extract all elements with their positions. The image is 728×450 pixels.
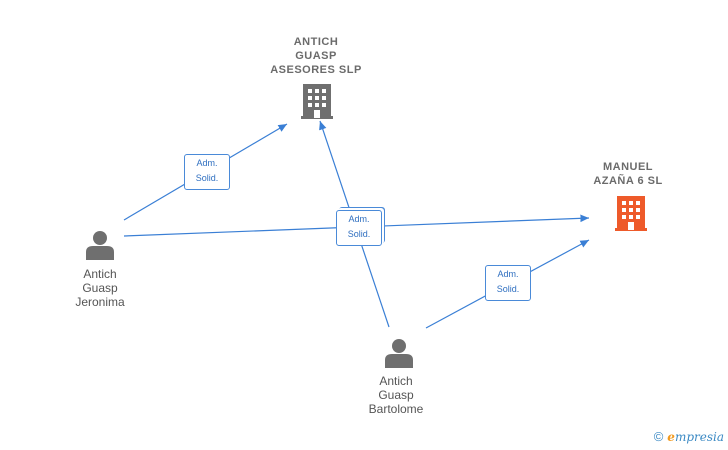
node-label-line: Antich (83, 267, 117, 281)
node-label-line: Guasp (82, 281, 118, 295)
edge-label-type: Solid. (496, 284, 520, 294)
edge-label-role: Adm. (348, 214, 370, 224)
node-label-antich-guasp-asesores[interactable]: ANTICH GUASP ASESORES SLP (236, 35, 396, 77)
edge-label-bartolome-manuel[interactable]: Adm. Solid. (485, 265, 531, 301)
brand-logo-text: mpresia (674, 430, 724, 444)
brand-watermark: ©empresia (654, 429, 724, 444)
building-icon[interactable] (301, 84, 333, 119)
edge-label-type: Solid. (195, 173, 219, 183)
building-icon[interactable] (615, 196, 647, 231)
node-label-line: Bartolome (368, 402, 424, 416)
person-icon[interactable] (385, 339, 413, 368)
copyright-symbol: © (653, 429, 664, 444)
node-label-antich-guasp-bartolome[interactable]: Antich Guasp Bartolome (346, 374, 446, 416)
edge-label-role: Adm. (497, 269, 519, 279)
node-label-line: GUASP (295, 50, 337, 62)
brand-logo-initial: e (667, 430, 675, 444)
node-label-line: Guasp (378, 388, 414, 402)
node-label-antich-guasp-jeronima[interactable]: Antich Guasp Jeronima (50, 267, 150, 309)
node-label-line: Jeronima (75, 295, 125, 309)
node-label-line: ASESORES SLP (270, 64, 362, 76)
edge-label-jeronima-asesores[interactable]: Adm. Solid. (184, 154, 230, 190)
node-label-manuel-azana[interactable]: MANUEL AZAÑA 6 SL (568, 160, 688, 188)
edge-label-role: Adm. (196, 158, 218, 168)
edge-label-type: Solid. (347, 229, 371, 239)
node-label-line: Antich (379, 374, 413, 388)
node-label-line: ANTICH (293, 36, 339, 48)
node-label-line: MANUEL (602, 161, 654, 173)
node-label-line: AZAÑA 6 SL (593, 175, 663, 187)
person-icon[interactable] (86, 231, 114, 260)
edge-label-jeronima-manuel[interactable]: Adm. Solid. (336, 210, 382, 246)
